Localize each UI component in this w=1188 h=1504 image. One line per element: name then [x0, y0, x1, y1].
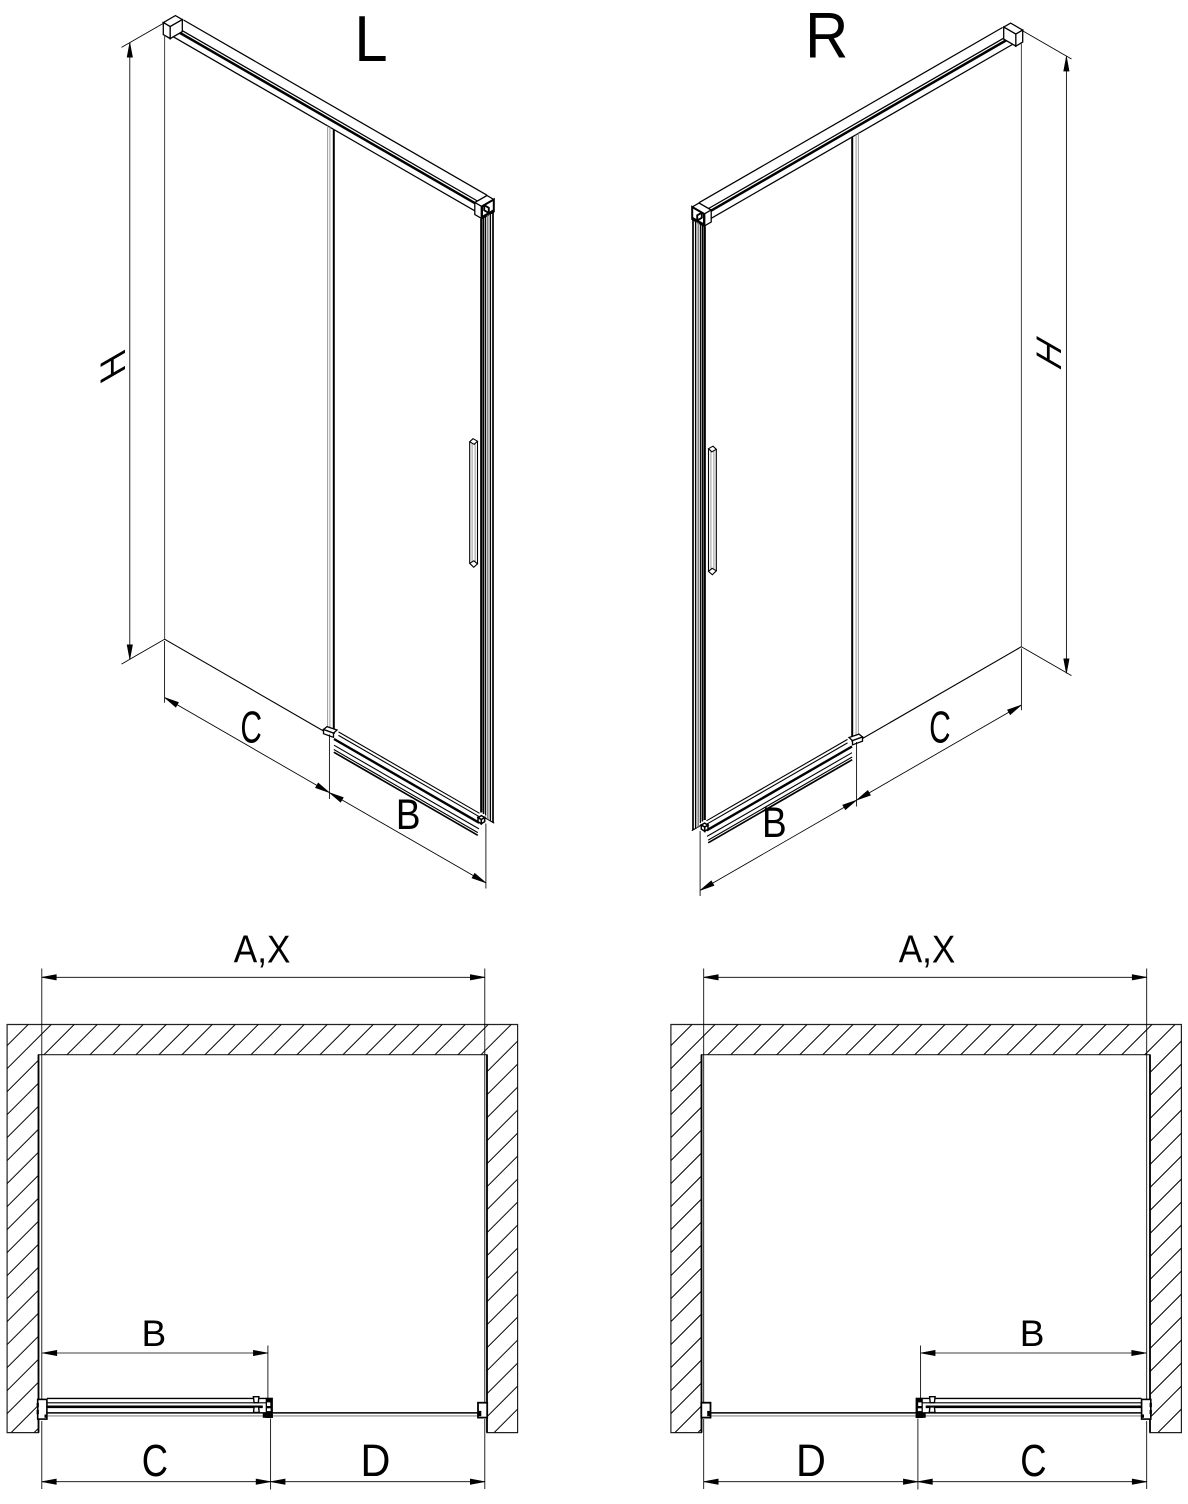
svg-text:D: D	[796, 1437, 826, 1487]
svg-text:B: B	[762, 799, 787, 846]
svg-text:B: B	[142, 1313, 167, 1354]
svg-text:D: D	[361, 1437, 391, 1487]
svg-text:A,X: A,X	[234, 927, 291, 971]
svg-text:C: C	[929, 703, 952, 754]
svg-text:C: C	[1020, 1436, 1046, 1487]
svg-text:B: B	[396, 792, 421, 839]
svg-text:L: L	[354, 3, 387, 76]
svg-text:C: C	[240, 703, 263, 754]
svg-text:B: B	[1020, 1313, 1045, 1354]
svg-text:C: C	[142, 1436, 168, 1487]
svg-text:R: R	[805, 0, 848, 72]
svg-text:A,X: A,X	[899, 927, 956, 971]
